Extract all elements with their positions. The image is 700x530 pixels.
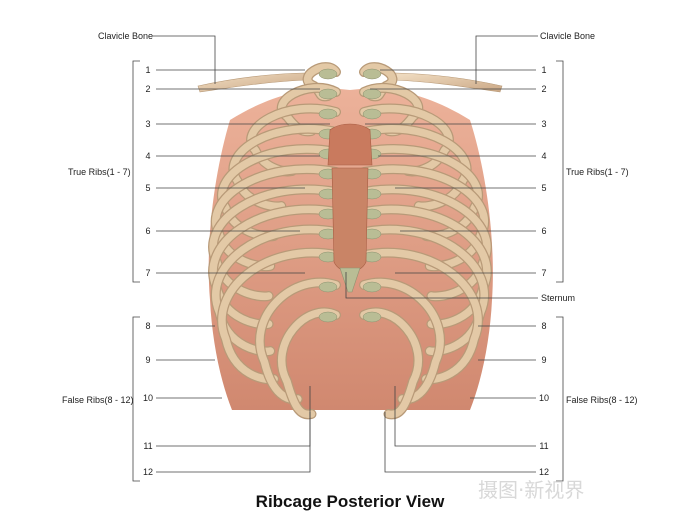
sternum-leader (345, 272, 538, 299)
true-ribs-label-right: True Ribs(1 - 7) (566, 167, 629, 177)
diagram-title: Ribcage Posterior View (256, 492, 445, 511)
rib-8-left-fill (209, 205, 340, 329)
rib-number-right-8: 8 (541, 321, 546, 331)
clavicle-label-left: Clavicle Bone (98, 31, 153, 41)
rib-number-right-6: 6 (541, 226, 546, 236)
costal-cartilage-2-right (362, 88, 382, 100)
rib-9-right-fill (360, 225, 488, 356)
rib-number-left-7: 7 (145, 268, 150, 278)
clavicle-leader-right (475, 35, 538, 84)
costal-cartilage-1-left (318, 68, 338, 80)
rib-number-right-12: 12 (539, 467, 549, 477)
costal-cartilage-3-right (362, 108, 382, 120)
true-ribs-bracket-left (132, 60, 140, 283)
false-ribs-label-right: False Ribs(8 - 12) (566, 395, 638, 405)
true-ribs-label-left: True Ribs(1 - 7) (68, 167, 131, 177)
rib-number-right-3: 3 (541, 119, 546, 129)
rib-number-left-11: 11 (143, 441, 152, 451)
rib-number-left-4: 4 (145, 151, 150, 161)
sternum-label: Sternum (541, 293, 575, 303)
costal-cartilage-1-right (362, 68, 382, 80)
rib-number-left-6: 6 (145, 226, 150, 236)
rib-number-right-1: 1 (541, 65, 546, 75)
rib-number-left-2: 2 (145, 84, 150, 94)
rib-7-right-fill (360, 185, 491, 301)
rib-number-right-5: 5 (541, 183, 546, 193)
rib-number-left-12: 12 (143, 467, 153, 477)
rib-number-left-8: 8 (145, 321, 150, 331)
sternum-shape (327, 123, 373, 293)
costal-cartilage-2-left (318, 88, 338, 100)
rib-10-left-fill (218, 248, 340, 384)
costal-cartilage-3-left (318, 108, 338, 120)
false-ribs-bracket-right (556, 316, 564, 482)
rib-number-left-10: 10 (143, 393, 153, 403)
clavicle-leader-left (152, 35, 216, 84)
false-ribs-bracket-left (132, 316, 140, 482)
ribcage-illustration (197, 62, 503, 420)
clavicle-label-right: Clavicle Bone (540, 31, 595, 41)
rib-number-right-7: 7 (541, 268, 546, 278)
rib-number-right-2: 2 (541, 84, 546, 94)
leader-right-11 (394, 386, 536, 447)
rib-number-right-4: 4 (541, 151, 546, 161)
rib-number-left-1: 1 (145, 65, 150, 75)
rib-8-right-fill (360, 205, 491, 329)
costal-cartilage-12-left (318, 311, 338, 323)
leader-left-12 (156, 412, 311, 473)
ribs-group (208, 62, 492, 420)
false-ribs-label-left: False Ribs(8 - 12) (62, 395, 134, 405)
leader-right-12 (384, 412, 536, 473)
group-brackets (132, 60, 564, 482)
rib-10-right-fill (360, 248, 482, 384)
costal-cartilage-12-right (362, 311, 382, 323)
rib-12-left-fill (277, 308, 340, 419)
rib-number-left-5: 5 (145, 183, 150, 193)
rib-number-left-9: 9 (145, 355, 150, 365)
rib-11-right-fill (360, 278, 444, 404)
rib-number-left-3: 3 (145, 119, 150, 129)
rib-number-right-10: 10 (539, 393, 549, 403)
rib-7-left-fill (209, 185, 340, 301)
rib-11-left-fill (256, 278, 340, 404)
rib-number-right-11: 11 (539, 441, 548, 451)
costal-cartilage-11-right (362, 281, 382, 293)
costal-cartilage-11-left (318, 281, 338, 293)
rib-number-right-9: 9 (541, 355, 546, 365)
rib-9-left-fill (212, 225, 340, 356)
watermark: 摄图·新视界 (478, 478, 584, 502)
true-ribs-bracket-right (556, 60, 564, 283)
rib-12-right-fill (360, 308, 423, 419)
